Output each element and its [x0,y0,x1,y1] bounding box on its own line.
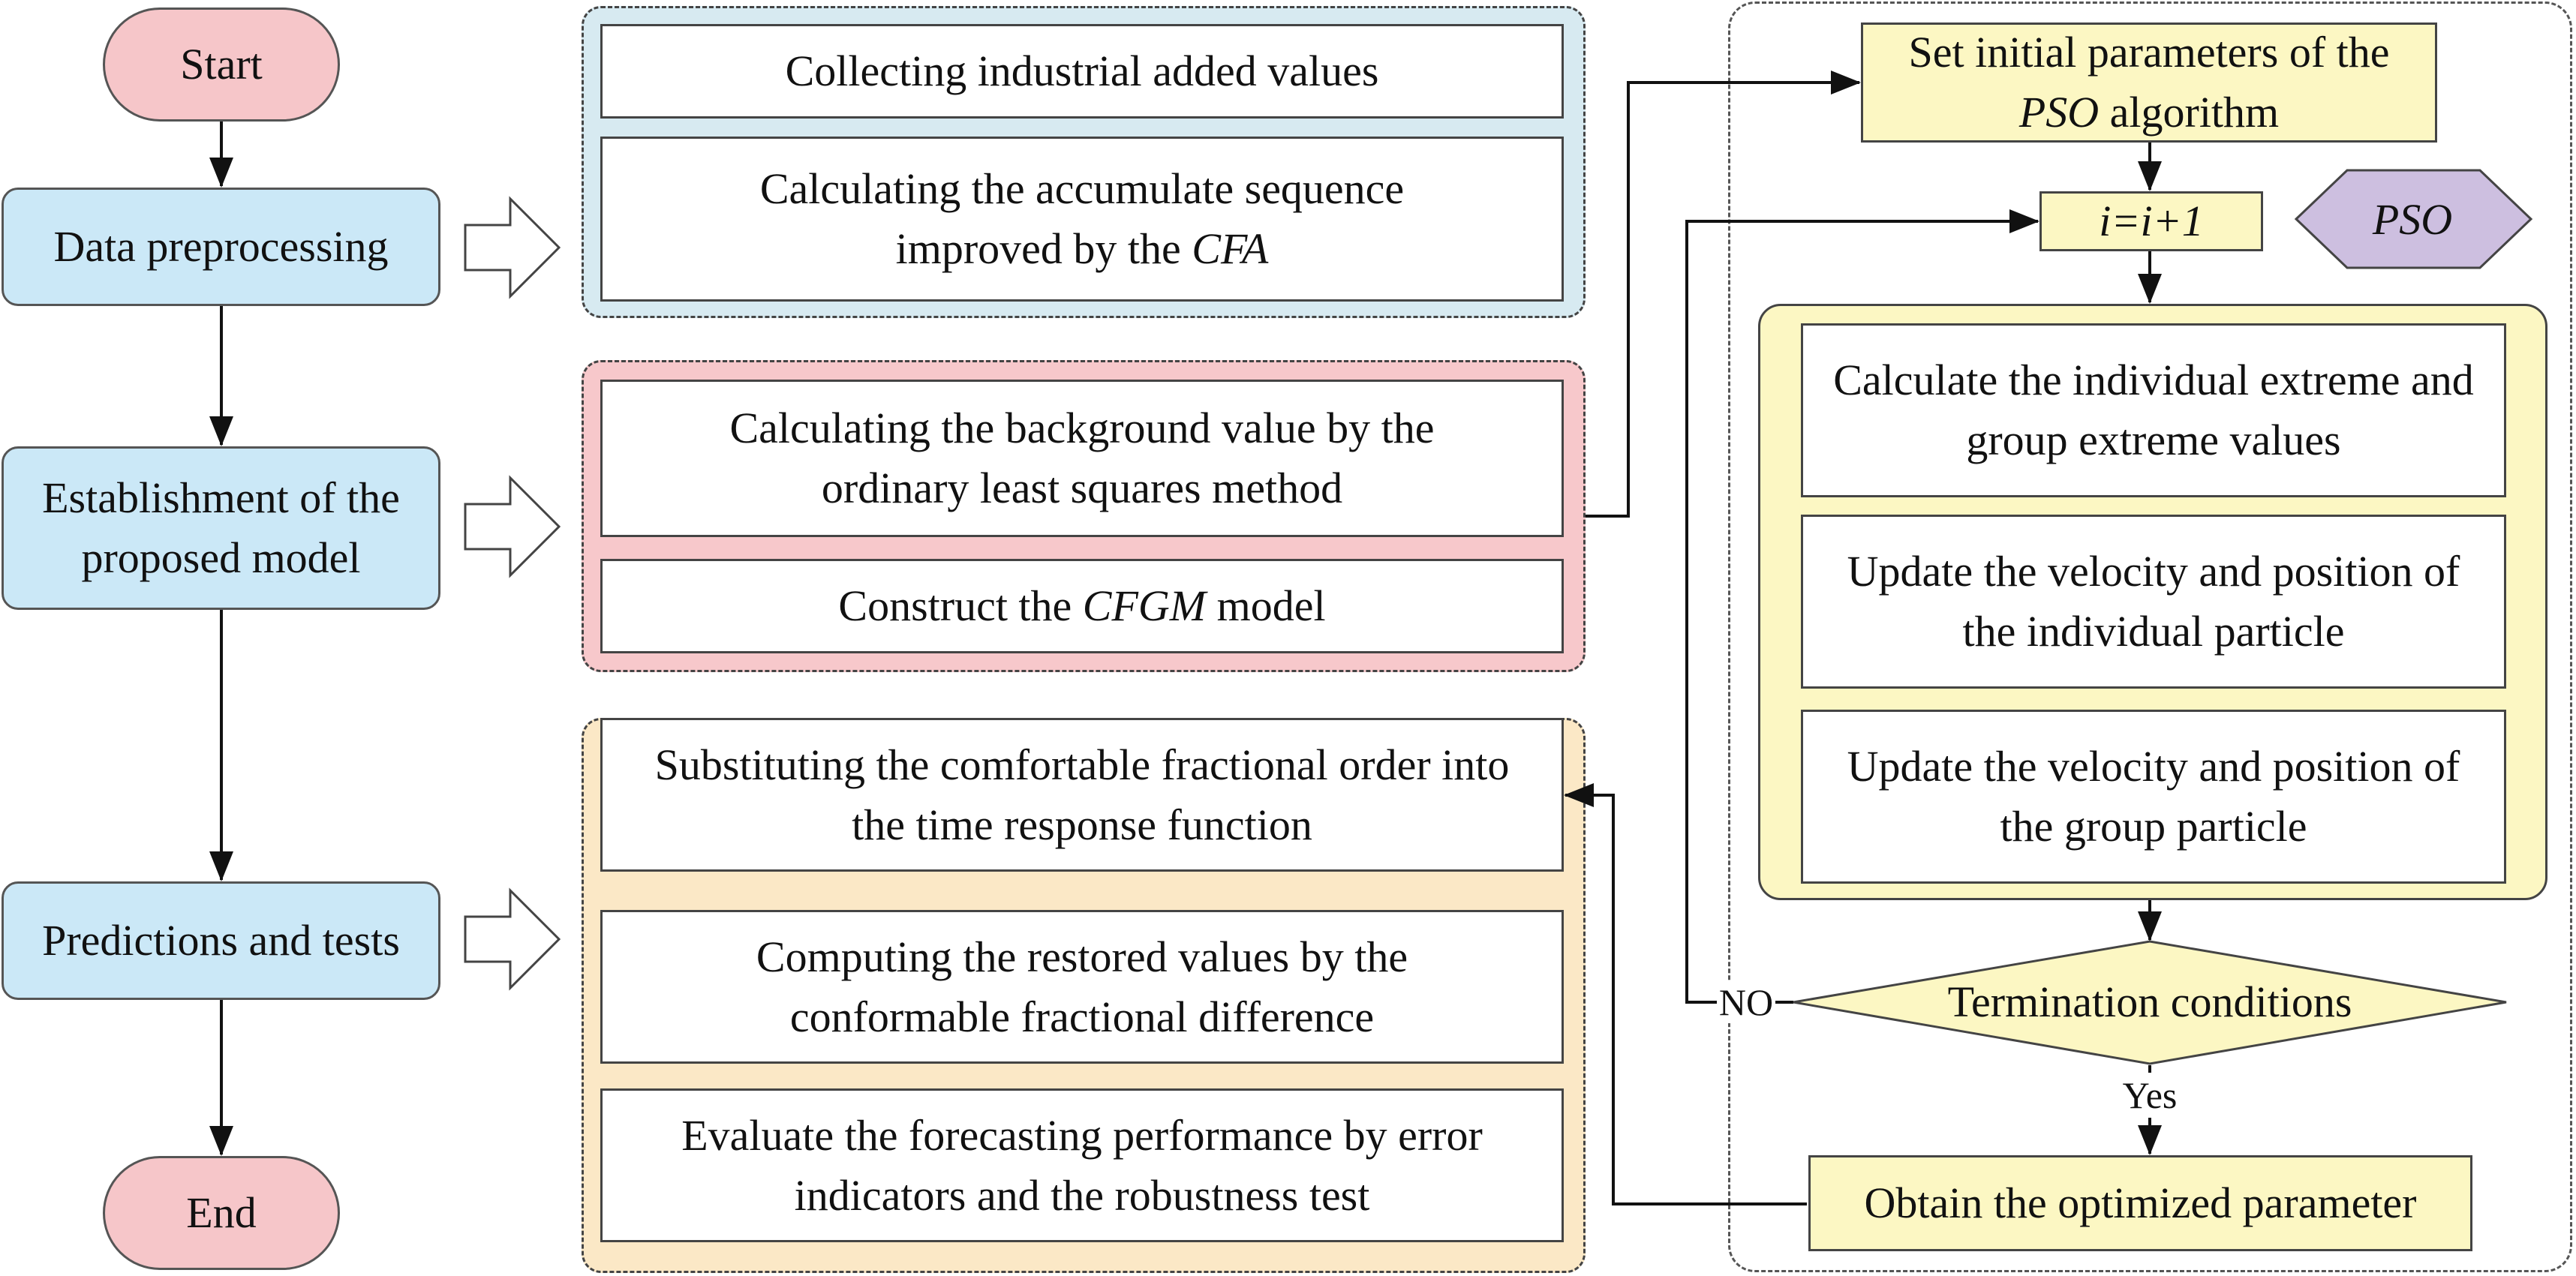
step-label: Establishment of the proposed model [42,473,400,582]
update-individual-box: Update the velocity and position of the … [1801,515,2506,689]
connector-arrow [1586,71,1861,518]
termination-label: Termination conditions [1947,977,2352,1026]
box-text: Calculating the background value by the … [729,404,1435,512]
box-text-em: CFA [1192,224,1269,273]
restored-values-box: Computing the restored values by the con… [600,910,1564,1064]
feedback-arrow [1564,783,1807,1205]
pso-init-box: Set initial parameters of the PSO algori… [1861,23,2437,143]
end-label: End [186,1188,257,1237]
no-label-bg [1717,981,1775,1023]
box-line: Set initial parameters of the [1908,28,2390,77]
step-label: Data preprocessing [53,222,389,271]
collect-values-box: Collecting industrial added values [600,24,1564,119]
box-text: Obtain the optimized parameter [1864,1178,2417,1227]
box-text: Construct the CFGM model [838,576,1325,636]
yes-label: Yes [2122,1074,2178,1116]
background-value-box: Calculating the background value by the … [600,380,1564,537]
no-loop-arrow [1685,209,2039,1004]
block-arrow-icon [464,475,561,578]
box-line: PSO algorithm [1908,83,2389,143]
accumulate-sequence-box: Calculating the accumulate sequence impr… [600,137,1564,302]
iteration-label: i=i+1 [2099,197,2204,245]
iteration-box: i=i+1 [2039,191,2263,251]
end-terminal: End [103,1156,340,1270]
evaluate-performance-box: Evaluate the forecasting performance by … [600,1088,1564,1242]
termination-diamond [1793,940,2507,1065]
step-label: Predictions and tests [42,916,400,965]
box-line: Calculating the accumulate sequence [759,164,1405,213]
step-model-establishment: Establishment of the proposed model [2,446,440,610]
box-text: Calculate the individual extreme and gro… [1833,356,2474,464]
substitute-order-box: Substituting the comfortable fractional … [600,718,1564,872]
box-text-part: improved by the [895,224,1192,273]
box-text: Update the velocity and position of the … [1847,547,2460,656]
box-text-part: Construct the [838,581,1083,630]
box-text: Substituting the comfortable fractional … [654,740,1510,849]
start-label: Start [180,40,263,89]
pso-tag-label: PSO [2372,194,2453,244]
block-arrow-icon [464,196,561,299]
obtain-parameter-box: Obtain the optimized parameter [1808,1155,2472,1251]
no-label-wrap: NO [1711,980,1781,1025]
box-text: Update the velocity and position of the … [1847,742,2460,851]
start-terminal: Start [103,8,340,122]
calculate-extreme-box: Calculate the individual extreme and gro… [1801,323,2506,497]
box-text: Computing the restored values by the con… [756,932,1408,1041]
block-arrow-icon [464,887,561,991]
step-predictions-tests: Predictions and tests [2,881,440,1000]
box-text: Evaluate the forecasting performance by … [681,1110,1483,1220]
step-data-preprocessing: Data preprocessing [2,188,440,306]
box-text: Collecting industrial added values [785,47,1379,95]
no-label: NO [1718,981,1774,1023]
box-text: Set initial parameters of the PSO algori… [1908,23,2389,143]
pso-hexagon-icon [2294,169,2533,269]
construct-model-box: Construct the CFGM model [600,559,1564,653]
box-text: Calculating the accumulate sequence impr… [760,159,1404,279]
box-text-part: model [1206,581,1326,630]
pso-tag-wrap: PSO [2311,189,2514,249]
yes-label-wrap: Yes [2109,1073,2191,1118]
box-text-em: CFGM [1082,581,1207,630]
termination-label-wrap: Termination conditions [1853,972,2446,1032]
box-line: improved by the CFA [760,219,1404,279]
box-text-part: algorithm [2099,88,2280,137]
update-group-box: Update the velocity and position of the … [1801,710,2506,884]
box-text-em: PSO [2018,88,2100,137]
